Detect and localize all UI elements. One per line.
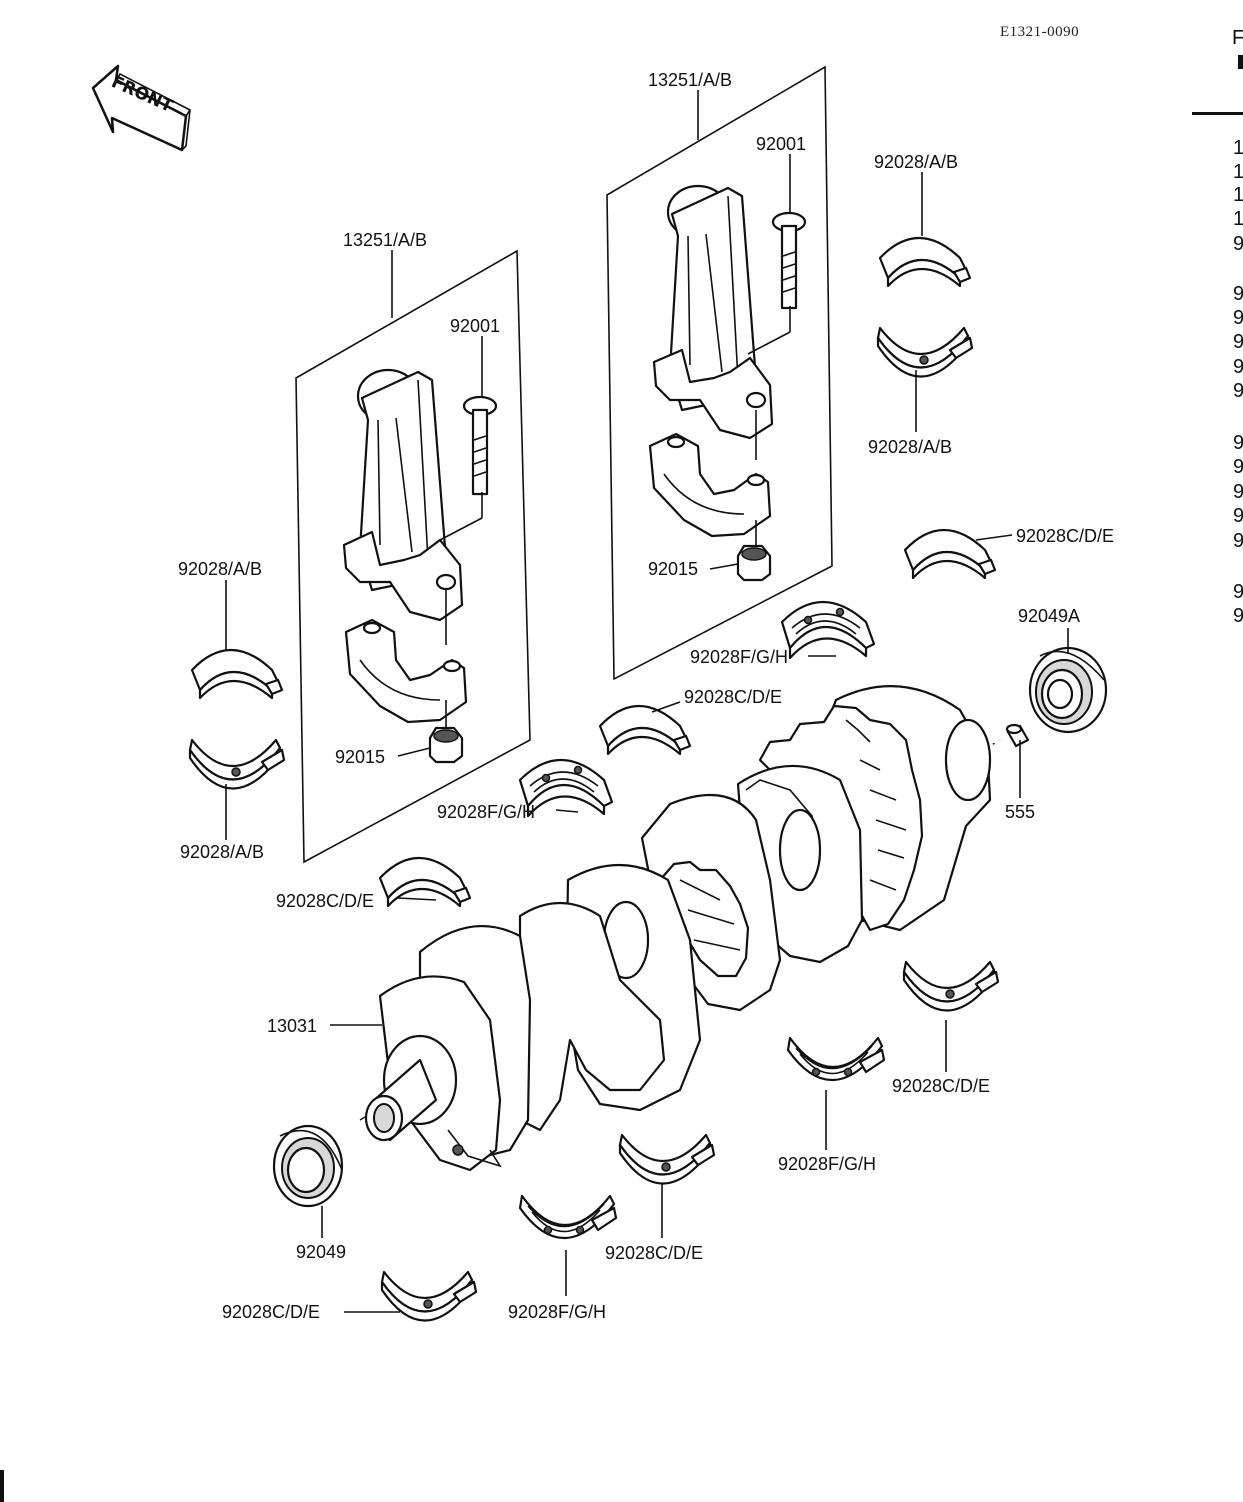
edge-text: 9 bbox=[1233, 380, 1243, 402]
edge-text: 1 bbox=[1233, 184, 1243, 206]
edge-text: 1 bbox=[1233, 137, 1243, 159]
label-dowel-pin: 555 bbox=[1005, 802, 1035, 822]
bearing-shell-ab-left-top-icon bbox=[190, 648, 284, 700]
edge-text: 1 bbox=[1233, 208, 1243, 230]
bearing-shell-fgh-3-icon bbox=[786, 1036, 886, 1082]
label-nut-right: 92015 bbox=[648, 559, 698, 579]
dowel-pin-icon bbox=[1005, 723, 1030, 748]
edge-text: 9 bbox=[1233, 505, 1243, 527]
connecting-rod-left bbox=[342, 368, 468, 724]
crankshaft-icon bbox=[359, 685, 1001, 1172]
edge-text: 9 bbox=[1233, 605, 1243, 627]
edge-text: 9 bbox=[1233, 481, 1243, 503]
bearing-shell-cde-2-icon bbox=[598, 704, 692, 756]
oil-seal-right-icon bbox=[1028, 646, 1108, 734]
label-nut-left: 92015 bbox=[335, 747, 385, 767]
conrod-assembly-right bbox=[606, 65, 833, 681]
bearing-shell-ab-left-bottom-icon bbox=[188, 738, 286, 790]
edge-text: 9 bbox=[1233, 432, 1243, 454]
label-bearing-ab-left-top: 92028/A/B bbox=[178, 559, 262, 579]
edge-text: 9 bbox=[1233, 283, 1243, 305]
label-bearing-ab-right-top: 92028/A/B bbox=[874, 152, 958, 172]
label-bolt-left: 92001 bbox=[450, 316, 500, 336]
bearing-shell-ab-right-bottom-icon bbox=[876, 326, 974, 378]
callout-lines bbox=[225, 90, 1069, 1313]
bearing-shell-cde-1-icon bbox=[903, 528, 997, 580]
label-bearing-cde-3: 92028C/D/E bbox=[276, 891, 374, 911]
bearing-shell-fgh-4-icon bbox=[518, 1194, 618, 1240]
label-bearing-fgh-3: 92028F/G/H bbox=[778, 1154, 876, 1174]
rod-nut-left-icon bbox=[428, 726, 464, 764]
drawing-code: E1321-0090 bbox=[1000, 24, 1079, 40]
label-bearing-cde-6: 92028C/D/E bbox=[222, 1302, 320, 1322]
label-bearing-fgh-2: 92028F/G/H bbox=[437, 802, 535, 822]
label-bolt-right: 92001 bbox=[756, 134, 806, 154]
label-bearing-ab-right-bottom: 92028/A/B bbox=[868, 437, 952, 457]
label-crankshaft: 13031 bbox=[267, 1016, 317, 1036]
edge-text: 1 bbox=[1233, 161, 1243, 183]
edge-text: 9 bbox=[1233, 581, 1243, 603]
page-edge-fragments: F 1 1 1 1 9 9 9 9 9 9 9 9 9 9 9 9 9 bbox=[0, 27, 1243, 1502]
edge-text: 9 bbox=[1233, 530, 1243, 552]
label-bearing-cde-5: 92028C/D/E bbox=[605, 1243, 703, 1263]
edge-text: 9 bbox=[1233, 307, 1243, 329]
label-bearing-cde-4: 92028C/D/E bbox=[892, 1076, 990, 1096]
label-bearing-fgh-1: 92028F/G/H bbox=[690, 647, 788, 667]
bearing-shell-cde-4-icon bbox=[902, 960, 1000, 1012]
rod-bolt-right-icon bbox=[771, 211, 807, 310]
edge-text: 9 bbox=[1233, 233, 1243, 255]
oil-seal-left-icon bbox=[272, 1124, 344, 1208]
edge-text: F bbox=[1232, 27, 1243, 49]
connecting-rod-right bbox=[648, 184, 774, 538]
label-conrod-left: 13251/A/B bbox=[343, 230, 427, 250]
label-bearing-cde-1: 92028C/D/E bbox=[1016, 526, 1114, 546]
bearing-shell-fgh-1-icon bbox=[780, 600, 876, 660]
label-oil-seal-right: 92049A bbox=[1018, 606, 1080, 626]
edge-text: 9 bbox=[1233, 456, 1243, 478]
rod-bolt-left-icon bbox=[462, 395, 498, 496]
label-bearing-ab-left-bottom: 92028/A/B bbox=[180, 842, 264, 862]
label-bearing-fgh-4: 92028F/G/H bbox=[508, 1302, 606, 1322]
callout-labels: 13251/A/B 13251/A/B 92001 92001 92015 92… bbox=[178, 70, 1114, 1322]
conrod-assembly-left bbox=[295, 249, 531, 864]
edge-text: 9 bbox=[1233, 331, 1243, 353]
bearing-shell-cde-5-icon bbox=[618, 1133, 716, 1185]
front-arrow-icon: FRONT bbox=[91, 64, 191, 152]
edge-text: 9 bbox=[1233, 356, 1243, 378]
label-bearing-cde-2: 92028C/D/E bbox=[684, 687, 782, 707]
rod-nut-right-icon bbox=[736, 544, 772, 582]
label-oil-seal-left: 92049 bbox=[296, 1242, 346, 1262]
bearing-shell-cde-6-icon bbox=[380, 1270, 478, 1322]
bearing-shell-ab-right-top-icon bbox=[878, 236, 972, 288]
label-conrod-right: 13251/A/B bbox=[648, 70, 732, 90]
